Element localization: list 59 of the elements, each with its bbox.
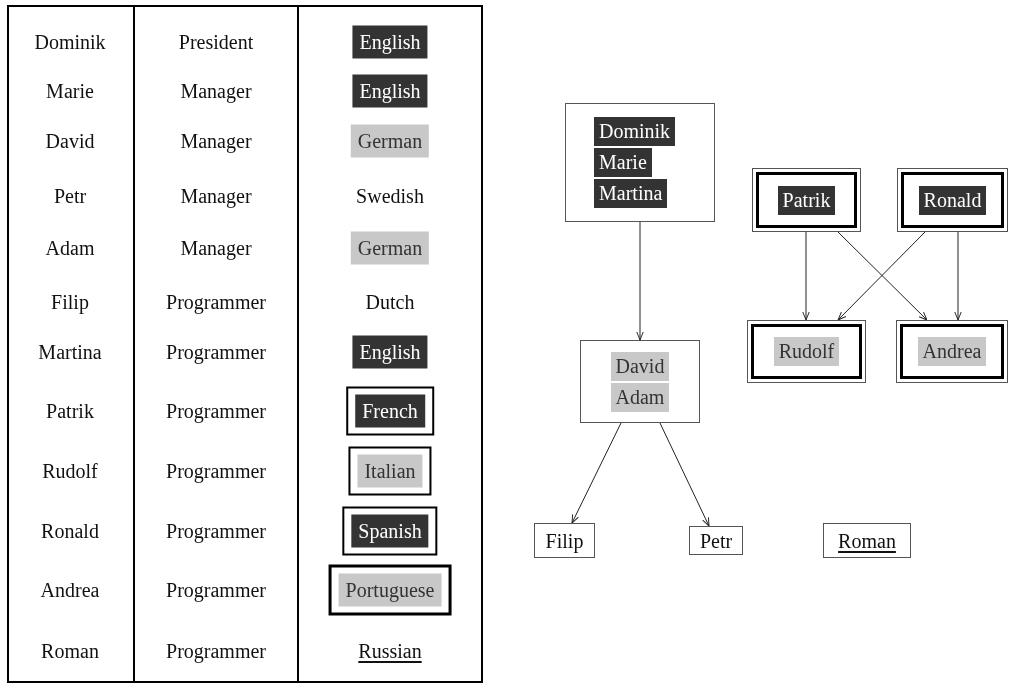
highlighted-name: Adam (610, 382, 670, 412)
highlighted-name: Rudolf (773, 337, 840, 366)
person-name: Dominik (34, 32, 106, 52)
highlighted-name: Ronald (918, 185, 987, 215)
node-box (823, 523, 911, 558)
person-name: Ronald (41, 521, 99, 541)
highlighted-name: Marie (594, 148, 652, 177)
highlighted-name: David (610, 351, 670, 381)
person-name: Roman (838, 530, 896, 551)
person-name: Andrea (40, 580, 100, 600)
node-box (534, 523, 595, 558)
arrow (659, 422, 710, 527)
job-title: Programmer (166, 292, 266, 312)
person-name: Filip (545, 530, 584, 551)
highlighted-name: Dominik (594, 117, 676, 146)
highlighted-language: German (350, 231, 430, 265)
double-border-box (752, 168, 861, 232)
arrow (571, 422, 622, 524)
job-title: Programmer (166, 461, 266, 481)
node-box (580, 340, 700, 423)
person-name: Rudolf (42, 461, 98, 481)
person-name: Adam (45, 238, 95, 258)
job-title: Manager (180, 131, 252, 151)
highlighted-language: French (355, 394, 425, 428)
job-title: Programmer (166, 580, 266, 600)
double-border-box (747, 320, 866, 383)
language: Dutch (365, 292, 415, 312)
job-title: Programmer (166, 641, 266, 661)
person-name: Marie (46, 81, 94, 101)
person-name: Petr (53, 186, 87, 206)
highlighted-language: English (352, 74, 428, 108)
job-title: Programmer (166, 521, 266, 541)
language: Swedish (356, 186, 424, 206)
person-name: Roman (41, 641, 99, 661)
double-border-box (896, 320, 1008, 383)
language: Russian (358, 641, 422, 661)
job-title: Manager (180, 238, 252, 258)
person-name: Filip (51, 292, 89, 312)
node-box (565, 103, 715, 222)
job-title: President (178, 32, 254, 52)
node-box (689, 526, 743, 555)
highlighted-language: English (352, 25, 428, 59)
highlighted-language: English (352, 335, 428, 369)
highlighted-language: German (350, 124, 430, 158)
person-name: David (45, 131, 95, 151)
highlighted-name: Martina (594, 179, 668, 208)
highlighted-language: Portuguese (338, 573, 442, 607)
double-border-box (897, 168, 1008, 232)
highlighted-language: Spanish (351, 514, 429, 548)
job-title: Manager (180, 186, 252, 206)
job-title: Programmer (166, 401, 266, 421)
job-title: Manager (180, 81, 252, 101)
person-name: Patrik (46, 401, 94, 421)
highlighted-name: Patrik (777, 185, 836, 215)
highlighted-language: Italian (357, 454, 423, 488)
person-name: Martina (38, 342, 102, 362)
person-name: Petr (699, 530, 733, 551)
job-title: Programmer (166, 342, 266, 362)
highlighted-name: Andrea (917, 337, 987, 366)
